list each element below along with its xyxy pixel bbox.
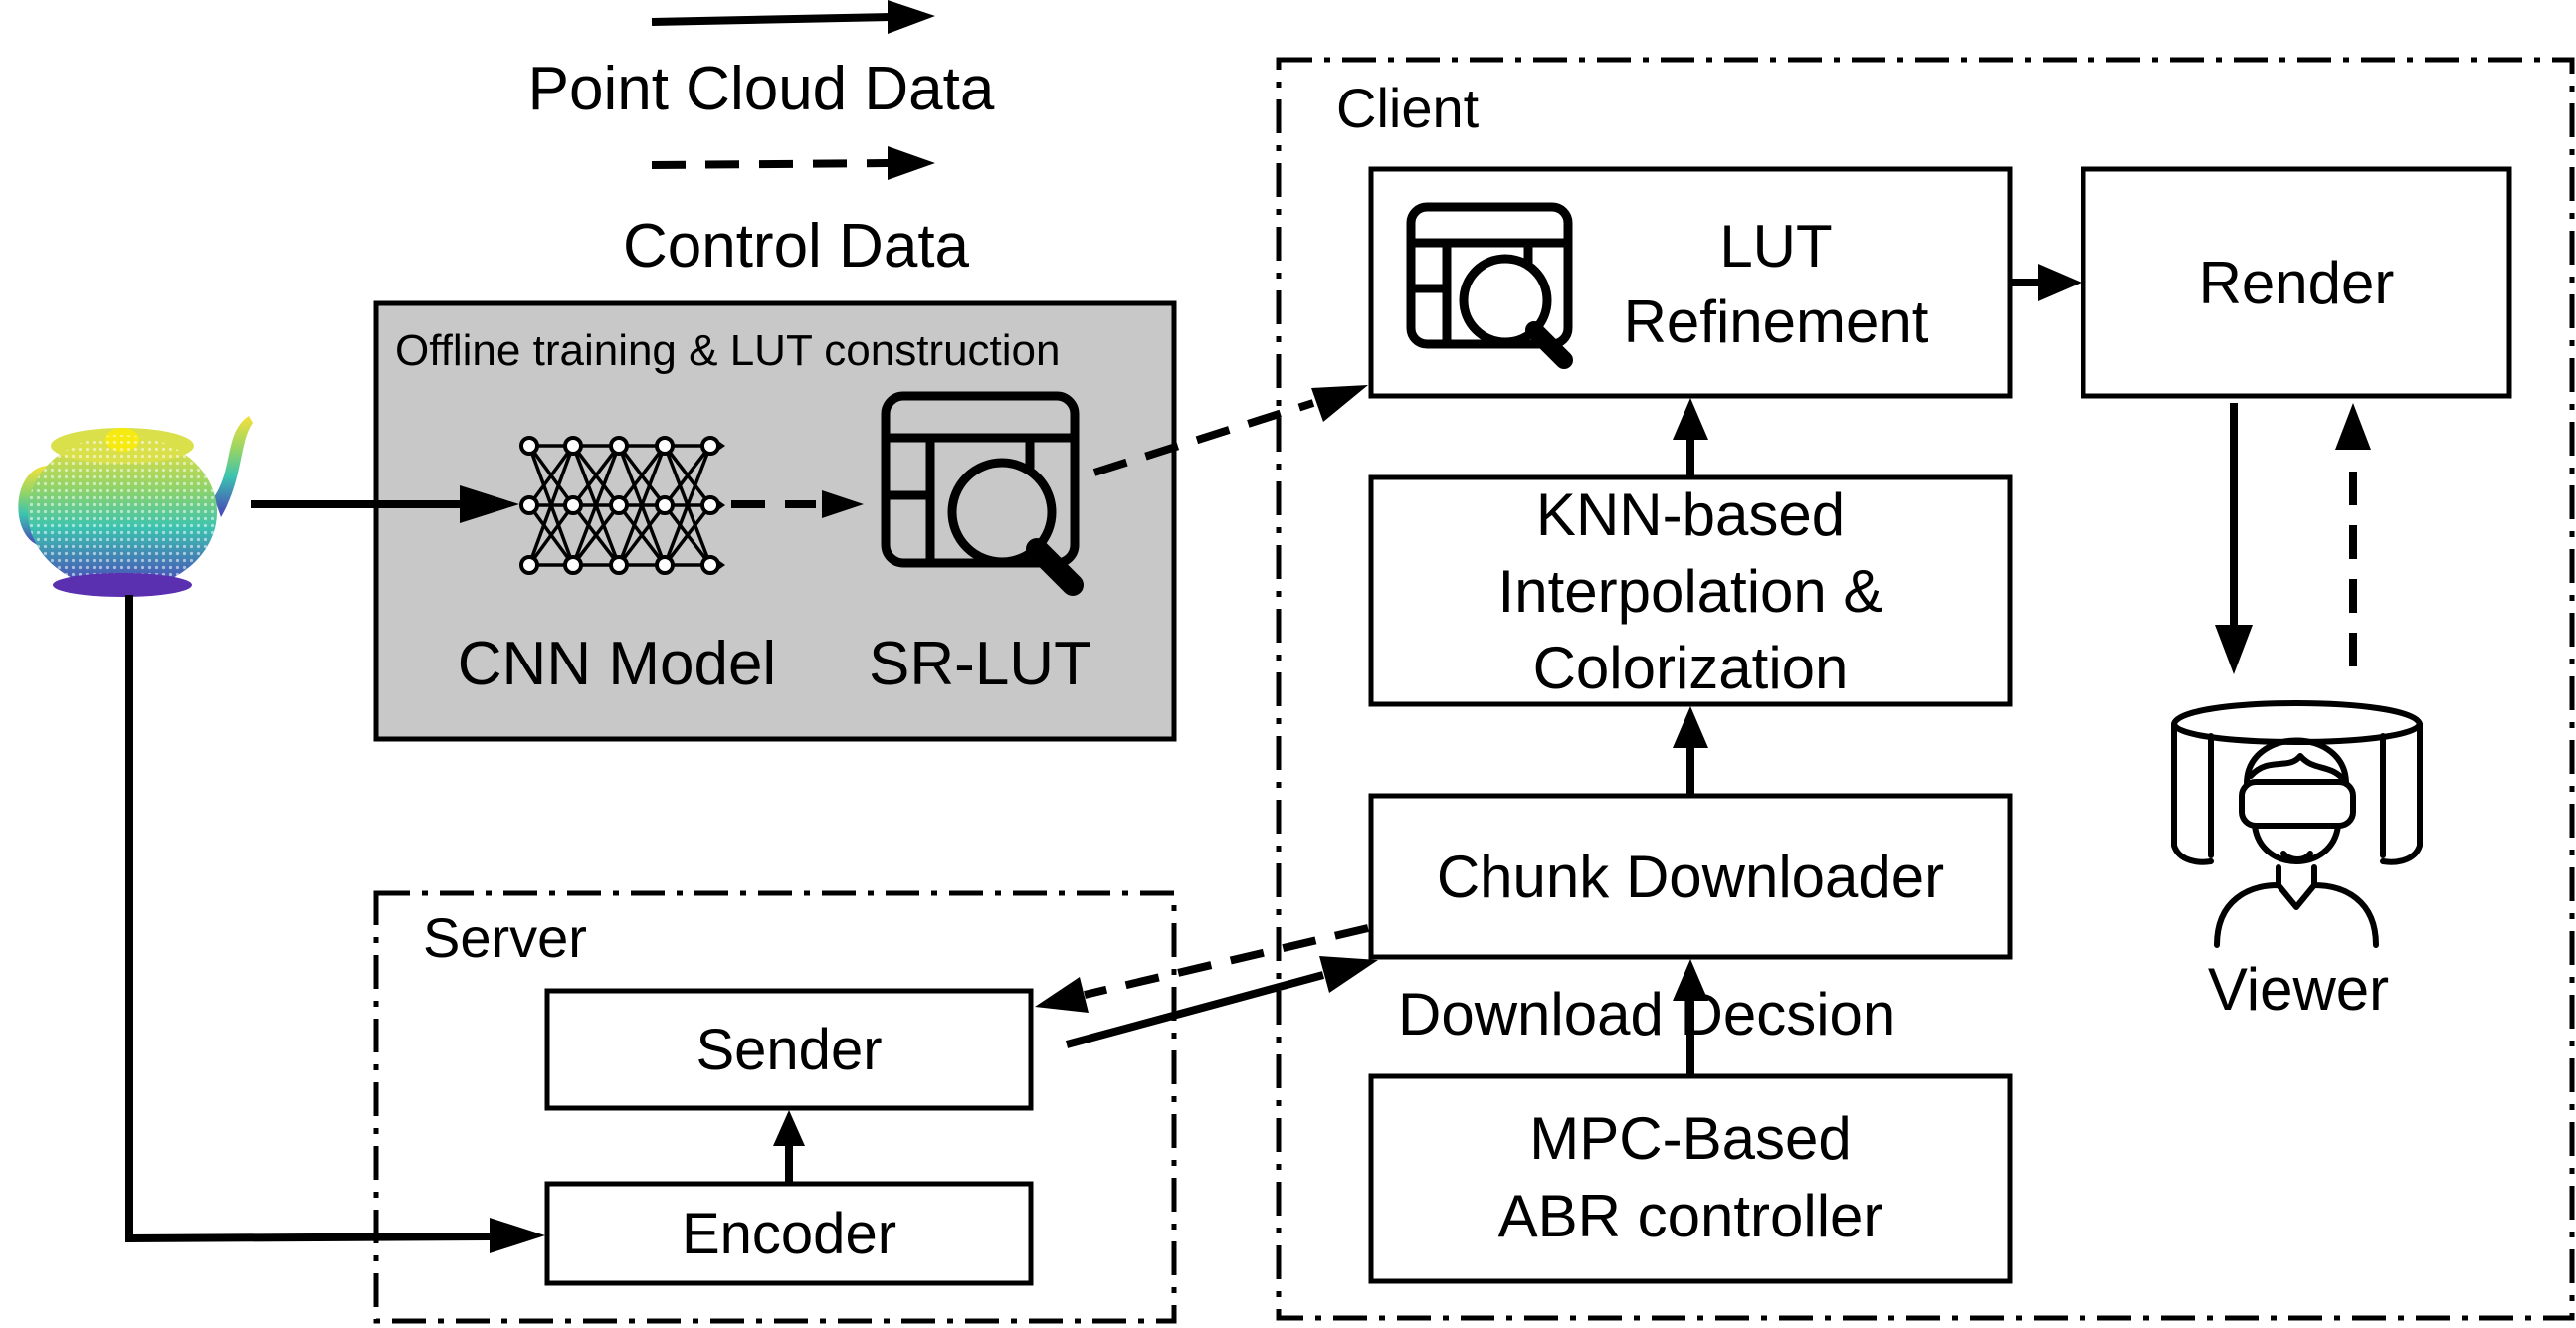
sender-to-downloader-data-arrow xyxy=(1065,971,1325,1048)
mpc-label-line2: ABR controller xyxy=(1498,1183,1883,1249)
mpc-abr-controller-box xyxy=(1368,1073,2013,1284)
legend-solid-arrow-line xyxy=(651,13,892,26)
neural-network-icon xyxy=(519,436,726,575)
knn-label-line1: KNN-based xyxy=(1536,481,1845,548)
vr-viewer-icon xyxy=(2171,700,2423,948)
knn-label-line2: Interpolation & xyxy=(1498,558,1883,625)
input-to-encoder-arrowhead xyxy=(490,1218,545,1253)
sender-to-downloader-data-arrowhead xyxy=(1319,956,1378,993)
server-region: Server Sender Encoder xyxy=(373,890,1177,1324)
lookup-table-search-icon xyxy=(881,391,1084,596)
legend-dashed-arrow-line xyxy=(651,159,892,169)
legend-control-label: Control Data xyxy=(623,212,970,281)
client-region: Client LUT Refinement Render KNN-based I… xyxy=(1276,57,2575,1321)
lut-search-icon xyxy=(1406,202,1573,369)
encoder-label: Encoder xyxy=(682,1202,896,1266)
download-decision-label: Download Decsion xyxy=(1398,981,1895,1047)
client-boundary xyxy=(1276,57,2575,1321)
legend: Point Cloud Data Control Data xyxy=(528,0,995,281)
offline-panel-title: Offline training & LUT construction xyxy=(395,326,1061,375)
sender-label: Sender xyxy=(695,1018,882,1082)
lut-refinement-label-line2: Refinement xyxy=(1624,288,1929,355)
sender-box xyxy=(544,988,1034,1111)
legend-dashed-arrow-head xyxy=(888,146,935,180)
viewer-to-render-arrowhead xyxy=(2335,403,2371,450)
viewer-label: Viewer xyxy=(2208,956,2389,1023)
cnn-model-label: CNN Model xyxy=(458,630,776,698)
srlut-to-refinement-arrow xyxy=(1092,399,1315,476)
client-label: Client xyxy=(1336,77,1480,139)
render-label: Render xyxy=(2199,250,2395,316)
lut-to-render-arrowhead xyxy=(2038,264,2081,301)
chunk-to-knn-arrowhead xyxy=(1673,706,1708,748)
lut-refinement-label-line1: LUT xyxy=(1719,213,1832,280)
input-to-encoder-arrow xyxy=(125,595,491,1243)
legend-point-cloud-label: Point Cloud Data xyxy=(528,55,995,123)
render-box xyxy=(2081,166,2512,399)
srlut-to-refinement-arrowhead xyxy=(1311,385,1368,422)
encoder-to-sender-arrowhead xyxy=(773,1110,805,1146)
render-to-viewer-arrowhead xyxy=(2215,625,2253,674)
teapot-point-cloud xyxy=(18,416,253,597)
server-label: Server xyxy=(423,906,587,969)
mpc-to-chunk-arrowhead xyxy=(1673,959,1708,1001)
chunk-downloader-label: Chunk Downloader xyxy=(1437,844,1944,910)
sr-lut-label: SR-LUT xyxy=(869,630,1091,698)
knn-label-line3: Colorization xyxy=(1533,635,1849,701)
knn-interpolation-box xyxy=(1368,474,2013,707)
mpc-label-line1: MPC-Based xyxy=(1529,1105,1851,1172)
legend-solid-arrow-head xyxy=(888,0,935,34)
chunk-downloader-box xyxy=(1368,793,2013,960)
input-to-cnn-arrowhead xyxy=(460,485,519,523)
knn-to-lut-arrowhead xyxy=(1673,398,1708,440)
server-boundary xyxy=(373,890,1177,1324)
downloader-to-sender-request-arrow xyxy=(1084,924,1369,999)
downloader-to-sender-request-arrowhead xyxy=(1035,977,1089,1013)
cnn-to-srlut-arrowhead xyxy=(822,490,864,518)
offline-training-panel: Offline training & LUT construction xyxy=(373,300,1177,742)
